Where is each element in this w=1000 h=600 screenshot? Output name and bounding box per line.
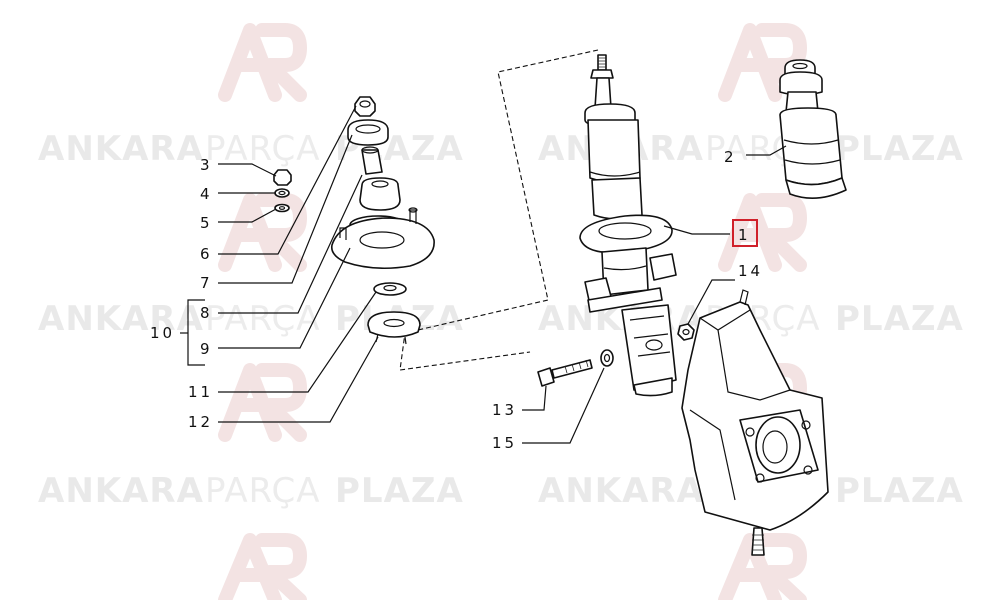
callout-3[interactable]: 3 bbox=[200, 156, 213, 174]
watermark-word-c: PLAZA bbox=[335, 471, 464, 511]
part-3-small-nut bbox=[273, 169, 292, 186]
watermark-word-a: ANKARA bbox=[538, 471, 704, 511]
part-11-washer bbox=[373, 282, 407, 296]
part-13-bolt bbox=[537, 359, 593, 387]
part-4-washer bbox=[274, 188, 290, 198]
part-cup bbox=[347, 119, 389, 146]
watermark-word-b: PARÇA bbox=[205, 299, 321, 339]
watermark-word-a: ANKARA bbox=[38, 299, 204, 339]
callout-1-highlight-box bbox=[732, 219, 758, 247]
part-rubber-block bbox=[359, 177, 401, 211]
watermark-word-c: PLAZA bbox=[835, 471, 964, 511]
watermark-word-a: ANKARA bbox=[38, 129, 204, 169]
part-3-nut bbox=[354, 96, 376, 117]
callout-7[interactable]: 7 bbox=[200, 274, 213, 292]
left-leader-lines bbox=[180, 105, 379, 423]
callout-1[interactable]: 1 bbox=[738, 226, 751, 244]
steering-knuckle bbox=[681, 289, 829, 556]
watermark-word-b: PARÇA bbox=[205, 129, 321, 169]
callout-11[interactable]: 11 bbox=[188, 383, 213, 401]
callout-6[interactable]: 6 bbox=[200, 245, 213, 263]
watermark-word-b: PARÇA bbox=[205, 471, 321, 511]
callout-10[interactable]: 10 bbox=[150, 324, 175, 342]
callout-5[interactable]: 5 bbox=[200, 214, 213, 232]
watermark-logo bbox=[718, 193, 807, 272]
callout-15[interactable]: 15 bbox=[492, 434, 517, 452]
callout-labels: 1 2 3 4 5 6 7 8 9 10 11 12 13 14 15 bbox=[150, 148, 763, 452]
part-2-bump-stop bbox=[779, 59, 847, 199]
callout-12[interactable]: 12 bbox=[188, 413, 213, 431]
part-5-washer bbox=[274, 203, 290, 213]
part-1-shock-absorber bbox=[579, 54, 677, 397]
callout-13[interactable]: 13 bbox=[492, 401, 517, 419]
assembly-dashed-outline bbox=[399, 49, 599, 371]
watermark-logo bbox=[718, 533, 807, 600]
right-leader-lines bbox=[522, 145, 787, 444]
watermark-word-c: PLAZA bbox=[835, 299, 964, 339]
callout-8[interactable]: 8 bbox=[200, 304, 213, 322]
watermark-word-c: PLAZA bbox=[835, 129, 964, 169]
watermark-logo bbox=[218, 23, 307, 102]
part-12-bearing bbox=[367, 311, 421, 345]
callout-4[interactable]: 4 bbox=[200, 185, 213, 203]
part-15-washer bbox=[600, 349, 614, 367]
watermark-logo bbox=[218, 363, 307, 442]
watermark-word-a: ANKARA bbox=[38, 471, 204, 511]
top-mount-assembly bbox=[273, 96, 435, 345]
callout-14[interactable]: 14 bbox=[738, 262, 763, 280]
part-bush bbox=[361, 146, 383, 175]
callout-9[interactable]: 9 bbox=[200, 340, 213, 358]
watermark-logo bbox=[218, 533, 307, 600]
callout-2[interactable]: 2 bbox=[724, 148, 737, 166]
